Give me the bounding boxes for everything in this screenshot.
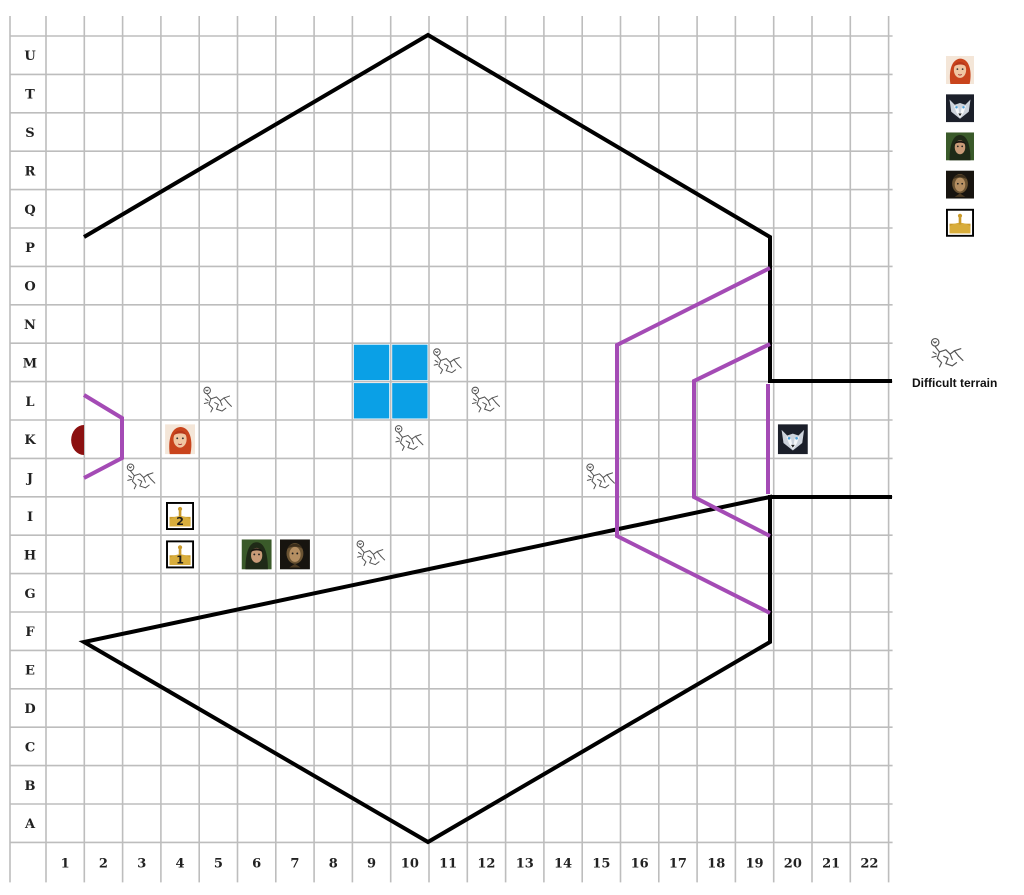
row-label: S [25,126,34,141]
row-label: M [23,356,37,371]
row-label: H [24,548,36,563]
inner-zone-outline [694,344,770,536]
column-label: 11 [439,856,457,871]
column-label: 15 [592,856,610,871]
difficult-terrain-icon [434,349,462,374]
column-label: 1 [61,856,70,871]
column-label: 10 [401,856,419,871]
red-haired-woman-portrait-icon [165,424,195,454]
column-label: 7 [290,856,299,871]
column-label: 17 [669,856,687,871]
red-haired-woman-portrait-token[interactable] [165,424,195,454]
water-tile [354,345,389,380]
column-label: 13 [516,856,534,871]
column-label: 20 [784,856,802,871]
column-label: 19 [746,856,764,871]
legend-difficult-terrain-label: Difficult terrain [912,376,997,390]
column-label: 3 [137,856,146,871]
column-label: 22 [860,856,878,871]
objective-number: 2 [176,515,184,528]
column-label: 21 [822,856,840,871]
row-label: G [24,587,35,602]
column-label: 8 [329,856,338,871]
row-label: B [25,779,36,794]
gold-objective-token[interactable]: 2 [167,503,193,529]
row-label: P [25,241,35,256]
difficult-terrain-icon [395,426,423,451]
column-label: 18 [707,856,725,871]
entry-marker[interactable] [71,425,84,455]
legend-wolf-portrait-icon [946,94,974,122]
objective-number: 1 [176,553,184,566]
row-label: I [27,510,33,525]
gold-objective-token[interactable]: 1 [167,541,193,567]
left-zone-outline [84,395,122,478]
difficult-terrain-icon [127,464,155,489]
water-tile [392,345,427,380]
row-label: O [24,280,35,295]
row-label: K [24,433,36,448]
grid-lines [10,16,893,882]
hooded-man-portrait-icon [242,539,272,569]
column-label: 12 [477,856,495,871]
dark-warrior-portrait-icon [280,539,310,569]
column-label: 2 [99,856,108,871]
row-label: E [25,664,35,679]
legend-hooded-man-portrait-icon [946,132,974,160]
row-label: T [25,88,35,103]
row-label: Q [24,203,35,218]
row-label: D [24,702,35,717]
row-label: U [24,49,36,64]
legend-difficult-terrain-icon [931,339,962,367]
difficult-terrain-icon [204,387,232,412]
column-label: 6 [252,856,261,871]
row-label: N [24,318,36,333]
legend-gold-objective-icon [947,210,973,236]
row-label: J [26,472,33,487]
row-label: L [25,395,34,410]
wolf-portrait-icon [778,424,808,454]
column-label: 5 [214,856,223,871]
column-label: 16 [631,856,649,871]
legend-red-haired-woman-portrait-icon [946,56,974,84]
difficult-terrain-icon [587,464,615,489]
row-labels: U T S R Q P O N M L K J I H G F E D C B A [23,49,37,832]
row-label: A [24,817,36,832]
legend-dark-warrior-portrait-icon [946,171,974,199]
hooded-man-portrait-token[interactable] [242,539,272,569]
dark-warrior-portrait-token[interactable] [280,539,310,569]
column-label: 9 [367,856,376,871]
legend [931,56,974,367]
row-label: F [25,625,35,640]
column-label: 14 [554,856,572,871]
row-label: C [25,740,35,755]
column-label: 4 [176,856,185,871]
water-tile [392,383,427,418]
wolf-portrait-token[interactable] [778,424,808,454]
row-label: R [25,164,36,179]
difficult-terrain-icon [472,387,500,412]
water-tile [354,383,389,418]
difficult-terrain-icon [357,541,385,566]
